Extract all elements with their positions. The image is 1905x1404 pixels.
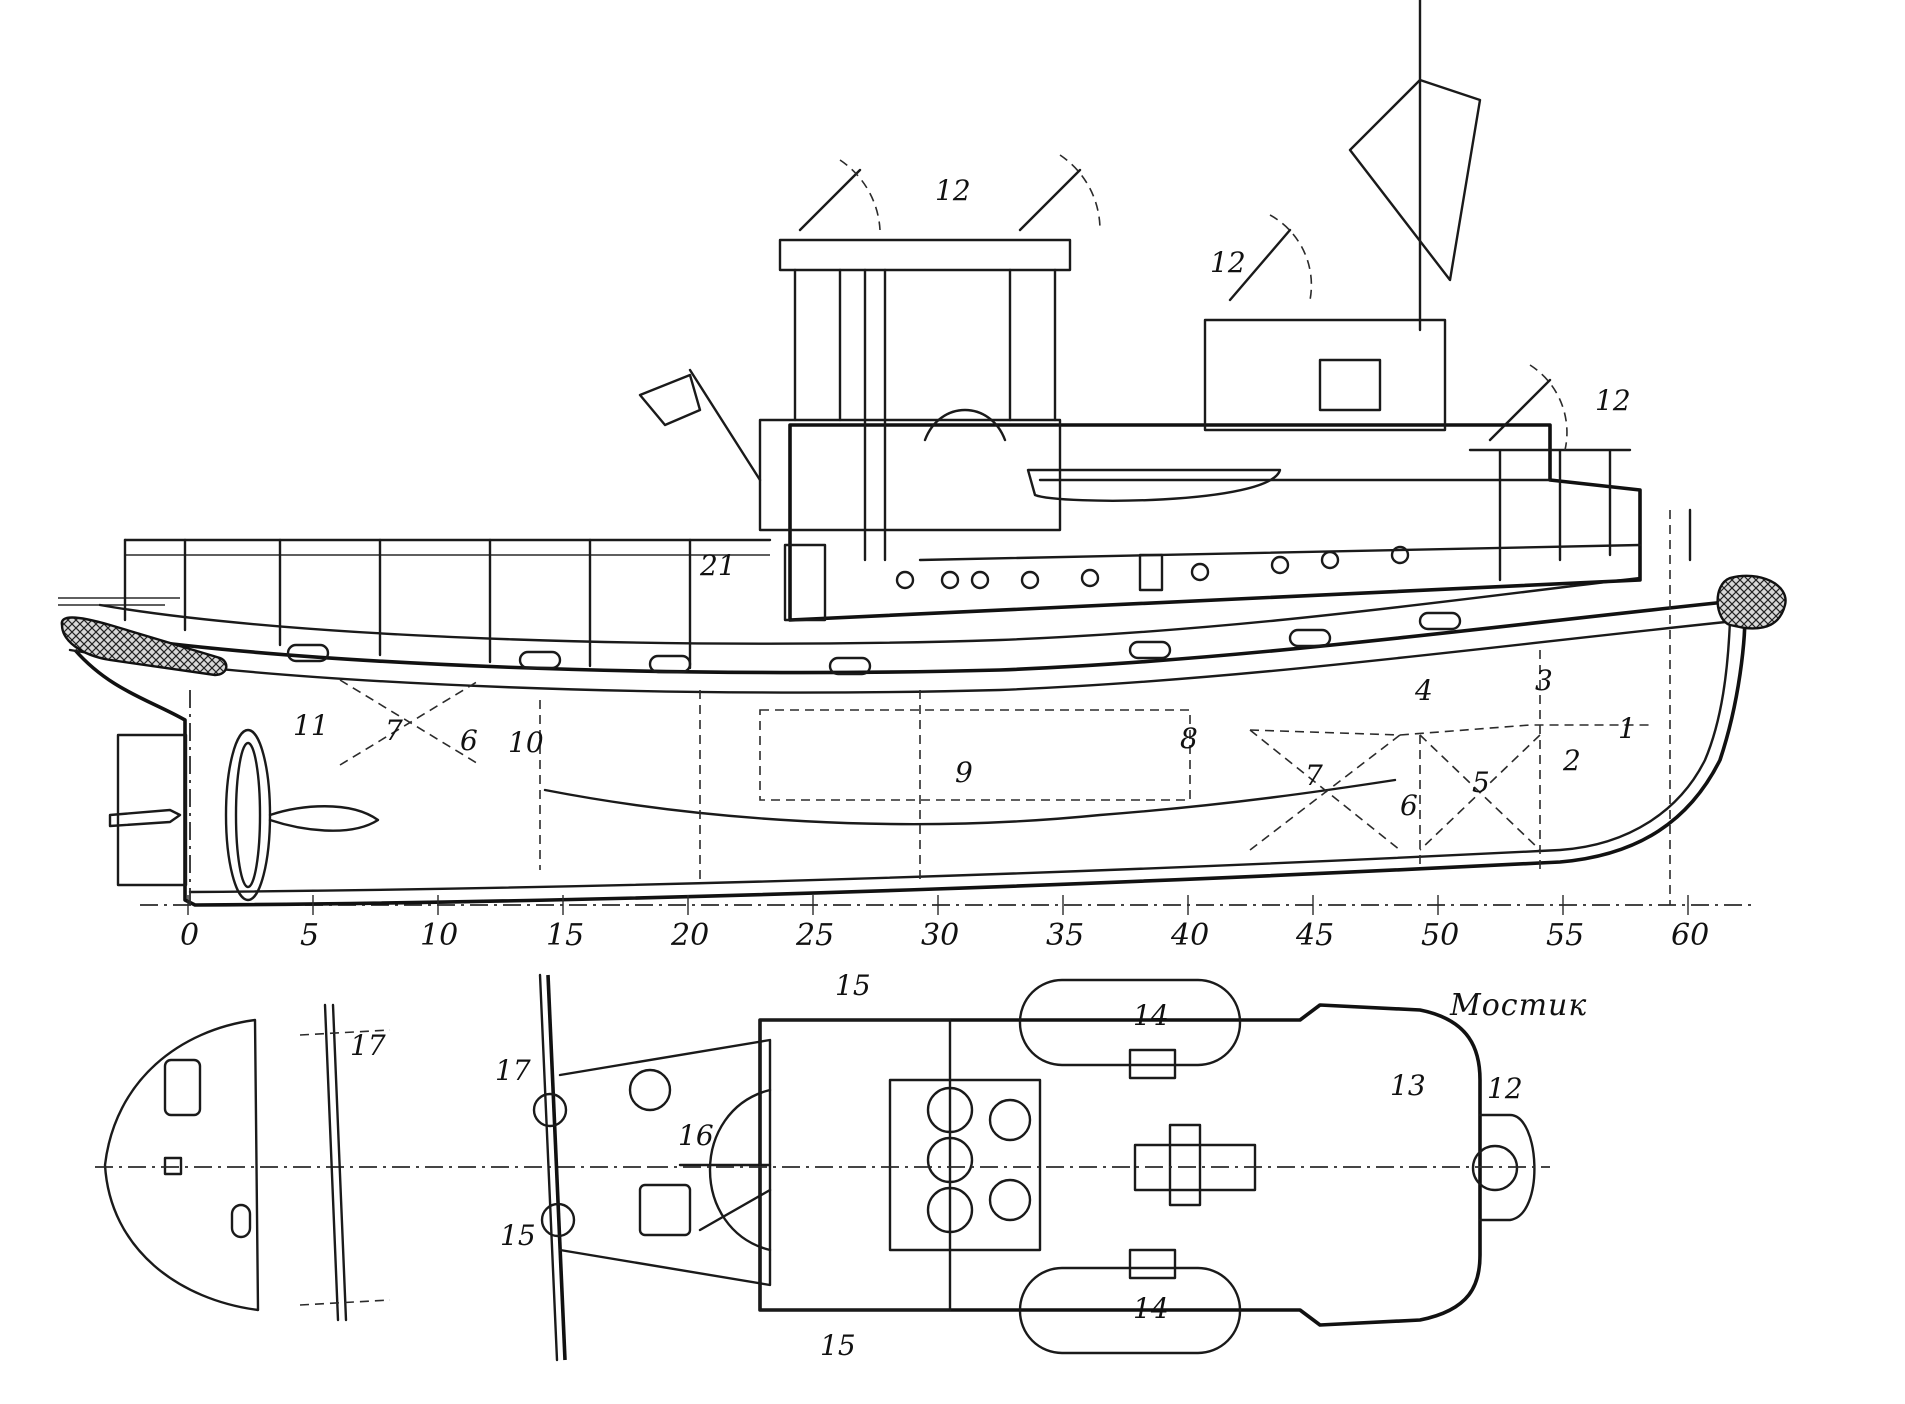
callout-9: 9 xyxy=(955,756,973,789)
frame-label-25: 25 xyxy=(795,918,834,953)
wheelhouse-and-masts xyxy=(638,0,1692,582)
deckhouse xyxy=(783,423,1642,622)
frame-label-30: 30 xyxy=(921,918,959,953)
towing-deck-plan xyxy=(532,973,772,1362)
propeller-nozzle xyxy=(224,728,272,902)
flag xyxy=(638,373,702,427)
frame-label-0: 0 xyxy=(180,918,199,953)
callout-6-bow: 6 xyxy=(1400,789,1418,822)
callout-17-towing: 17 xyxy=(495,1054,531,1087)
ventilator-fan xyxy=(923,408,1007,442)
callout-5: 5 xyxy=(1472,766,1490,799)
bow-fender xyxy=(1716,574,1787,630)
frame-label-40: 40 xyxy=(1170,918,1209,953)
frame-label-20: 20 xyxy=(670,918,709,953)
frame-station-ticks xyxy=(187,895,1689,915)
callout-10: 10 xyxy=(508,726,544,759)
deck-line-lower xyxy=(98,576,1642,645)
searchlights xyxy=(798,154,1568,451)
frame-label-60: 60 xyxy=(1671,918,1709,953)
callout-12-right: 12 xyxy=(1595,384,1631,417)
propeller-blade xyxy=(234,741,262,889)
callout-15-top: 15 xyxy=(835,969,871,1002)
stern-tube xyxy=(268,805,380,832)
frame-label-5: 5 xyxy=(300,918,319,953)
frame-scale-labels: 0 5 10 15 20 25 30 35 40 45 50 55 60 xyxy=(180,918,1709,953)
stern-fender xyxy=(60,616,228,677)
callout-13: 13 xyxy=(1390,1069,1426,1102)
shaft-end xyxy=(108,808,182,828)
callout-16: 16 xyxy=(678,1119,714,1152)
callout-3: 3 xyxy=(1535,664,1553,697)
plan-callouts: Мостик 17 17 15 16 15 15 14 14 13 12 xyxy=(350,969,1587,1362)
rudder-and-propeller xyxy=(108,690,380,905)
frame-label-50: 50 xyxy=(1421,918,1459,953)
frame-label-15: 15 xyxy=(546,918,584,953)
frame-label-35: 35 xyxy=(1046,918,1084,953)
callout-14-bottom: 14 xyxy=(1133,1292,1169,1325)
lifeboat xyxy=(1026,468,1282,502)
frame-label-45: 45 xyxy=(1295,918,1334,953)
callout-17-left: 17 xyxy=(350,1029,386,1062)
frame-label-10: 10 xyxy=(420,918,458,953)
main-deck-sheer xyxy=(69,598,1746,675)
bulwark-top xyxy=(68,618,1747,694)
profile-view: 0 5 10 15 20 25 30 35 40 45 50 55 60 12 … xyxy=(58,0,1787,953)
callout-1: 1 xyxy=(1618,712,1636,745)
callout-8: 8 xyxy=(1180,722,1198,755)
callout-15-left: 15 xyxy=(500,1219,536,1252)
frame-label-55: 55 xyxy=(1546,918,1584,953)
callout-7-stern: 7 xyxy=(385,714,403,747)
callout-14-top: 14 xyxy=(1133,999,1169,1032)
callout-11: 11 xyxy=(293,709,329,742)
deckhouse-plan xyxy=(650,1003,1550,1327)
profile-callouts: 12 12 12 21 11 7 6 10 9 8 7 6 4 3 2 1 5 xyxy=(293,174,1636,822)
callout-6-stern: 6 xyxy=(460,724,478,757)
callout-4: 4 xyxy=(1414,674,1433,707)
bridge-label: Мостик xyxy=(1449,988,1587,1023)
callout-12-plan: 12 xyxy=(1487,1072,1523,1105)
rudder xyxy=(116,733,188,887)
stern-plan-fragment xyxy=(95,1003,650,1322)
hull-side-openings xyxy=(286,611,1462,676)
stern-rail xyxy=(123,538,772,670)
callout-12-top: 12 xyxy=(935,174,971,207)
life-rafts xyxy=(1018,978,1242,1355)
callout-15-bottom: 15 xyxy=(820,1329,856,1362)
callout-7-bow: 7 xyxy=(1305,759,1323,792)
hull-inner-line xyxy=(188,618,1732,894)
callout-12-mid: 12 xyxy=(1210,246,1246,279)
plan-views: Мостик 17 17 15 16 15 15 14 14 13 12 xyxy=(95,969,1587,1362)
callout-21: 21 xyxy=(699,549,736,582)
shaft-line-curve xyxy=(543,778,1397,826)
internal-compartments xyxy=(339,510,1671,905)
callout-2: 2 xyxy=(1562,744,1581,777)
